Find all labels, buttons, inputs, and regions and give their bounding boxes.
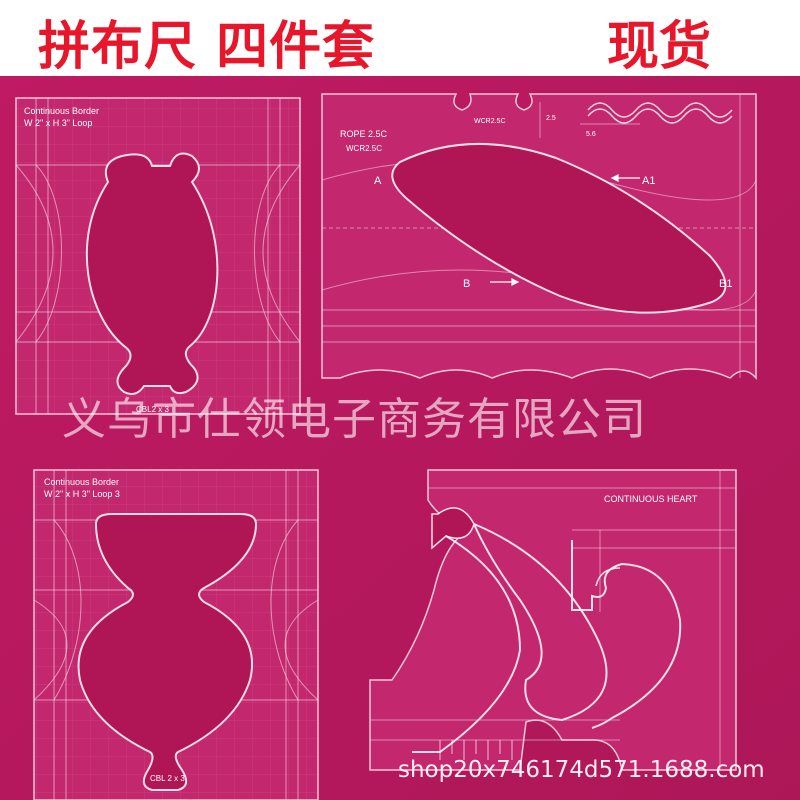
shop-url-watermark: shop20x746174d571.1688.com: [398, 757, 765, 783]
point-b1: B1: [719, 278, 732, 290]
ruler3-code: CBL 2 x 3: [150, 774, 185, 783]
ruler2-code-left: WCR2.5C: [346, 144, 382, 153]
rope-cutout-shape: [391, 142, 727, 314]
ruler-loop-bottom-left: Continuous Border W 2" x H 3" Loop 3 CBL…: [33, 469, 319, 800]
product-photo: Continuous Border W 2" x H 3" Loop CBL2 …: [0, 76, 800, 800]
loop-cutout-shape: [85, 152, 219, 395]
point-a: A: [374, 175, 382, 187]
ruler1-code: CBL2 x 3: [136, 405, 169, 414]
ruler2-dim-a: 2.5: [546, 115, 556, 122]
ruler2-rope-label: ROPE 2.5C: [340, 129, 388, 139]
ruler2-code-top: WCR2.5C: [474, 118, 506, 125]
stock-status: 现货: [607, 17, 712, 77]
loop3-cutout-shape: [77, 513, 258, 791]
rulers-photo: Continuous Border W 2" x H 3" Loop CBL2 …: [0, 76, 800, 800]
ruler-heart-bottom-right: CONTINUOUS HEART: [369, 469, 737, 771]
company-watermark: 义乌市仕领电子商务有限公司: [62, 394, 647, 445]
point-a1: A1: [642, 175, 655, 187]
point-b: B: [463, 278, 470, 290]
ruler3-label-line2: W 2" x H 3" Loop 3: [44, 489, 120, 499]
ruler3-label-line1: Continuous Border: [44, 477, 119, 487]
ruler2-dim-b: 5.6: [586, 131, 596, 138]
ruler4-label: CONTINUOUS HEART: [604, 494, 698, 504]
ruler-rope-top-right: ROPE 2.5C WCR2.5C WCR2.5C 2.5 5.6 A A1 B…: [321, 93, 757, 381]
ruler1-label-line1: Continuous Border: [24, 106, 99, 116]
header-banner: 拼布尺 四件套 现货: [0, 0, 800, 77]
product-title: 拼布尺 四件套: [38, 17, 376, 77]
ruler1-label-line2: W 2" x H 3" Loop: [24, 118, 92, 128]
ruler-loop-top-left: Continuous Border W 2" x H 3" Loop CBL2 …: [15, 97, 301, 415]
